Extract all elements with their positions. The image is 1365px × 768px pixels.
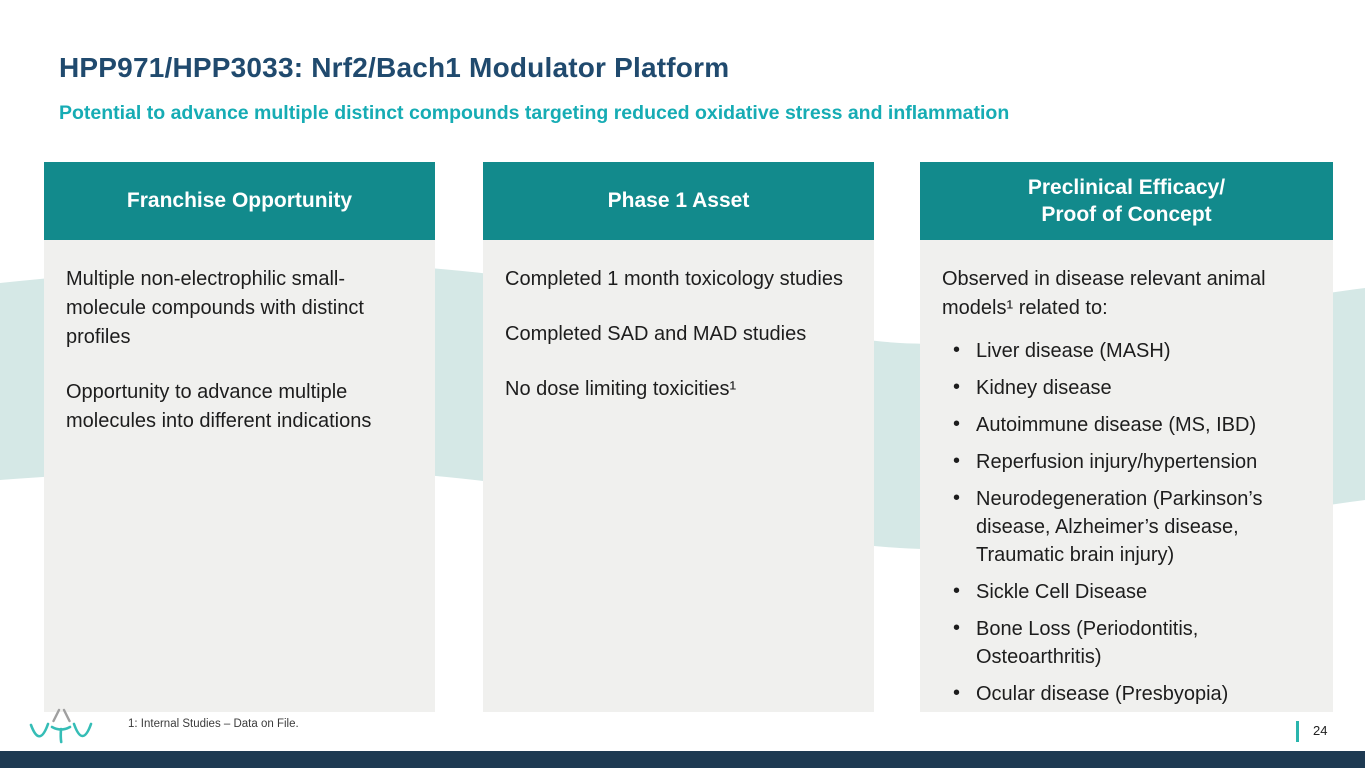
card-header-phase-1-asset: Phase 1 Asset: [483, 162, 874, 240]
card-body-phase-1-asset: Completed 1 month toxicology studies Com…: [483, 240, 874, 424]
disease-bullet-list: Liver disease (MASH) Kidney disease Auto…: [942, 336, 1309, 708]
card-paragraph: No dose limiting toxicities¹: [505, 378, 737, 400]
card-paragraph: Multiple non-electrophilic small-molecul…: [66, 268, 364, 348]
bullet-item: Reperfusion injury/hypertension: [942, 447, 1309, 476]
card-body-franchise-opportunity: Multiple non-electrophilic small-molecul…: [44, 240, 435, 456]
card-header-franchise-opportunity: Franchise Opportunity: [44, 162, 435, 240]
slide-subtitle: Potential to advance multiple distinct c…: [59, 102, 1010, 124]
bullet-item: Sickle Cell Disease: [942, 577, 1309, 606]
bullet-item: Autoimmune disease (MS, IBD): [942, 410, 1309, 439]
bullet-item: Neurodegeneration (Parkinson’s disease, …: [942, 484, 1309, 569]
card-franchise-opportunity: Franchise Opportunity Multiple non-elect…: [44, 162, 435, 712]
card-body-preclinical-efficacy: Observed in disease relevant animal mode…: [920, 240, 1333, 737]
card-intro-text: Observed in disease relevant animal mode…: [942, 268, 1266, 319]
card-paragraph: Completed SAD and MAD studies: [505, 323, 807, 345]
bullet-item: Ocular disease (Presbyopia): [942, 679, 1309, 708]
vtv-logo: [29, 708, 93, 744]
footnote: 1: Internal Studies – Data on File.: [128, 718, 299, 730]
card-preclinical-efficacy: Preclinical Efficacy/ Proof of Concept O…: [920, 162, 1333, 712]
page-number-divider: [1296, 721, 1299, 742]
card-header-preclinical-efficacy: Preclinical Efficacy/ Proof of Concept: [920, 162, 1333, 240]
card-paragraph: Completed 1 month toxicology studies: [505, 268, 843, 290]
bottom-accent-bar: [0, 751, 1365, 768]
card-paragraph: Opportunity to advance multiple molecule…: [66, 381, 372, 432]
card-phase-1-asset: Phase 1 Asset Completed 1 month toxicolo…: [483, 162, 874, 712]
content-columns: Franchise Opportunity Multiple non-elect…: [44, 162, 1333, 712]
page-number: 24: [1313, 723, 1328, 738]
slide-title: HPP971/HPP3033: Nrf2/Bach1 Modulator Pla…: [59, 52, 730, 83]
bullet-item: Kidney disease: [942, 373, 1309, 402]
bullet-item: Liver disease (MASH): [942, 336, 1309, 365]
bullet-item: Bone Loss (Periodontitis, Osteoarthritis…: [942, 614, 1309, 671]
